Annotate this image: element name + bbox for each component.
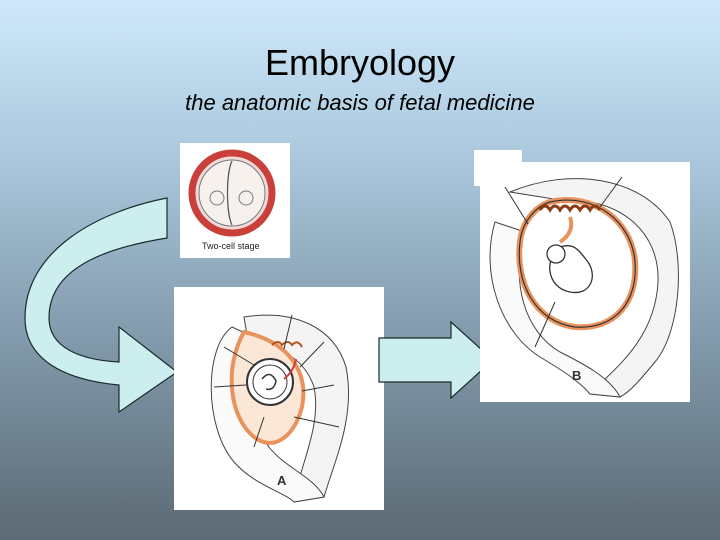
right-arrow-icon [378, 320, 494, 400]
embryo-figure-b: B [480, 162, 690, 402]
slide-subtitle: the anatomic basis of fetal medicine [185, 90, 535, 115]
figure-b-label: B [572, 368, 581, 383]
slide-title: Embryology [264, 42, 456, 83]
two-cell-stage-image: Two-cell stage [180, 143, 290, 258]
two-cell-caption: Two-cell stage [202, 241, 260, 251]
figure-b-corner-tab [474, 150, 522, 186]
figure-a-label: A [277, 473, 287, 488]
curved-arrow-icon [24, 197, 179, 414]
embryo-figure-a: A [174, 287, 384, 510]
